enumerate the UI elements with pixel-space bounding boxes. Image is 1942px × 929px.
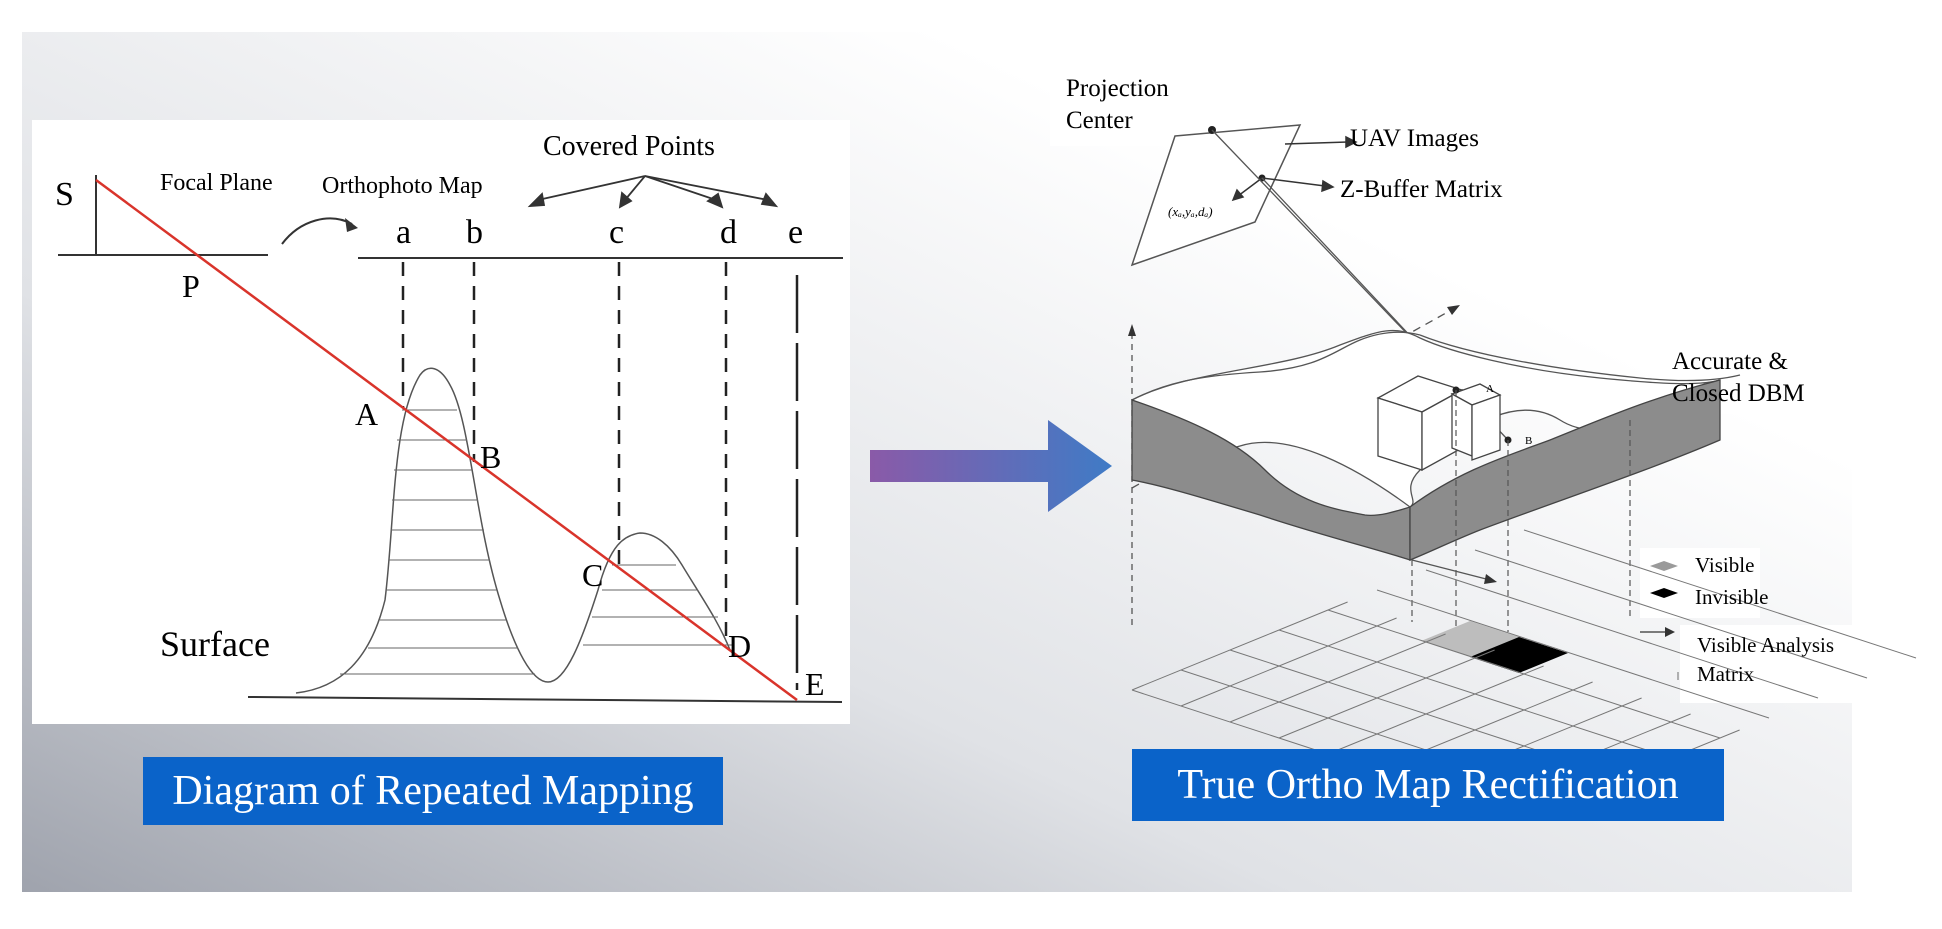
uav-images-box — [1332, 112, 1522, 162]
grid-line — [1278, 649, 1495, 739]
point-label-B: B — [480, 439, 501, 475]
point-label-P: P — [182, 268, 200, 304]
dbm-side-face — [1409, 379, 1721, 561]
image-coord-label: (xₐ,yₐ,dₐ) — [1168, 204, 1213, 219]
point-a-label: A — [1486, 383, 1494, 395]
legend-grid-arrow-head — [1665, 627, 1675, 637]
legend-visible-swatch — [1650, 561, 1678, 571]
projection-ray — [95, 178, 798, 702]
surface-label: Surface — [160, 624, 270, 664]
z-axis-head — [1128, 324, 1136, 336]
point-label-c: c — [609, 214, 624, 251]
grid-line — [1131, 601, 1348, 691]
projection-center-box — [1050, 60, 1210, 146]
left-panel — [32, 120, 850, 724]
point-label-E: E — [805, 666, 825, 702]
ground-line — [247, 696, 843, 703]
point-label-a: a — [396, 214, 411, 251]
uav-images-label: UAV Images — [1350, 125, 1479, 152]
true-ortho-caption: True Ortho Map Rectification — [1132, 749, 1724, 821]
covered-points-arrows — [527, 175, 779, 209]
building — [1376, 375, 1502, 472]
point-label-D: D — [728, 628, 751, 664]
z-buffer-label: Z-Buffer Matrix — [1340, 176, 1503, 203]
plane-arrows — [1231, 135, 1358, 202]
dbm-top-edge — [1131, 331, 1421, 401]
focal-plane-label: Focal Plane — [160, 170, 273, 196]
point-label-C: C — [582, 557, 603, 593]
accurate-label-1: Accurate & — [1672, 348, 1788, 375]
point-label-S: S — [55, 176, 74, 213]
point-label-e: e — [788, 214, 803, 251]
curved-arrow-head — [345, 218, 358, 232]
grid-line — [1474, 549, 1868, 679]
drop-lines — [1411, 390, 1631, 632]
orthophoto-map-label: Orthophoto Map — [322, 173, 483, 199]
point-label-d: d — [720, 214, 737, 251]
point-b-label: B — [1525, 435, 1532, 447]
z-buffer-box — [1322, 164, 1558, 212]
point-label-b: b — [466, 214, 483, 251]
repeated-mapping-caption: Diagram of Repeated Mapping — [143, 757, 723, 825]
projection-center-label-2: Center — [1066, 107, 1133, 134]
dbm-front-face — [1131, 399, 1411, 561]
curved-arrow — [281, 217, 353, 245]
terrain-hatching — [340, 409, 732, 675]
grid-line — [1425, 569, 1819, 699]
grid-line — [1327, 665, 1544, 755]
x-axis — [1411, 559, 1491, 581]
grid-line — [1523, 529, 1917, 659]
transition-arrow — [870, 420, 1112, 512]
grid-line — [1229, 633, 1446, 723]
y-axis-head — [1447, 305, 1460, 315]
accurate-label-2: Closed DBM — [1672, 380, 1805, 407]
grid-line — [1376, 589, 1770, 719]
dbm-right-edge — [1419, 334, 1741, 382]
invisible-label: Invisible — [1695, 585, 1769, 609]
x-axis-head — [1484, 574, 1497, 584]
point-label-A: A — [355, 396, 378, 432]
surface-terrain — [295, 367, 731, 694]
visible-analysis-label-1: Visible Analysis — [1697, 633, 1834, 657]
grid-line — [1180, 617, 1397, 707]
projection-dashes — [401, 262, 728, 645]
covered-points-label: Covered Points — [543, 131, 715, 162]
visible-label: Visible — [1695, 553, 1754, 577]
legend-invisible-swatch — [1650, 588, 1678, 598]
projection-center-label-1: Projection — [1066, 75, 1169, 102]
repeated-mapping-diagram: S P A B C D E a b c d e Focal Plane Orth… — [32, 120, 850, 724]
legend-box — [1640, 548, 1760, 618]
visible-analysis-label-2: Matrix — [1697, 662, 1755, 686]
image-plane — [1130, 124, 1302, 267]
